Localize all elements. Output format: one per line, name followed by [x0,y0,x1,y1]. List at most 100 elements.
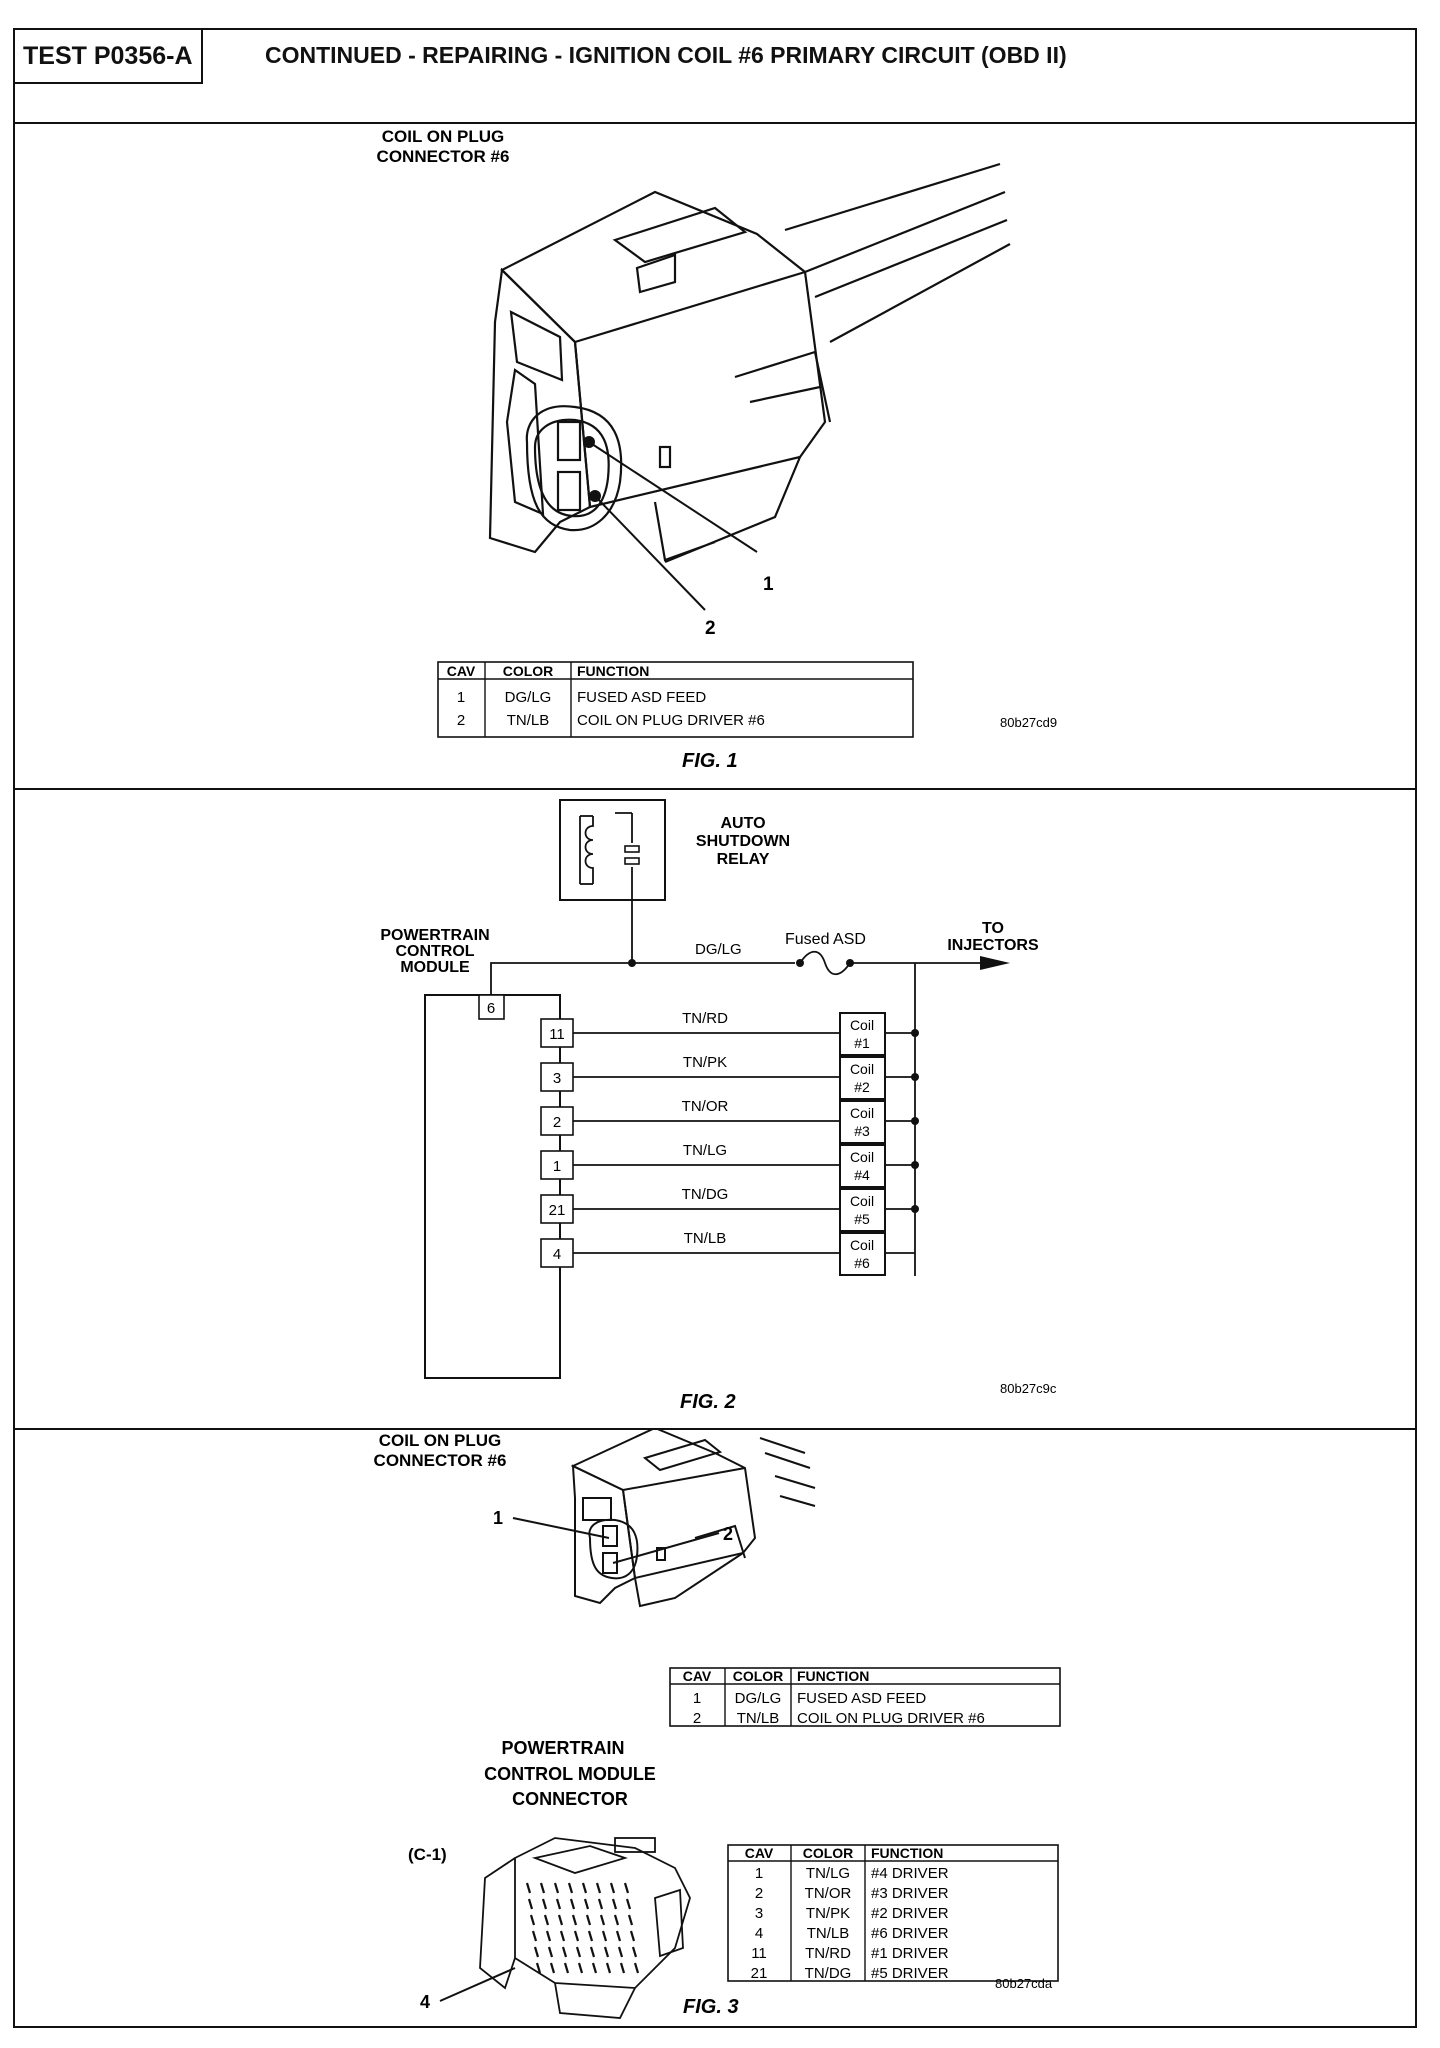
pcm-pin [629,1930,636,1942]
pcm-feed-pin: 6 [487,1000,495,1017]
coil-box [839,1188,886,1232]
to-label-line-1: TO [982,920,1004,937]
pcm-pin-number: 2 [553,1114,561,1131]
wire-color-label: TN/PK [683,1054,727,1071]
pcm-pin [575,1946,582,1958]
pcm-pin-box [540,1194,574,1224]
callout-2-label: 2 [705,618,716,639]
pcm-connector-drawing [479,1837,691,2019]
coil-label: Coil [850,1149,874,1165]
pcm-pin [559,1930,566,1942]
table-cell: TN/LG [806,1865,850,1882]
coil-label: Coil [850,1061,874,1077]
pcm-label-line-1: POWERTRAIN [380,927,489,944]
table-header-function: FUNCTION [577,663,649,679]
pcm-pin [623,1882,630,1894]
wire-color-label: TN/RD [682,1010,728,1027]
pcm-pin [543,1914,550,1926]
pcm-title-line-3: CONNECTOR [512,1789,628,1809]
pcm-pin-number: 4 [553,1246,561,1263]
callout-1-leader [588,441,758,553]
service-manual-page: TEST P0356-A CONTINUED - REPAIRING - IGN… [13,28,1417,2028]
relay-label-line-2: SHUTDOWN [696,833,790,850]
to-injectors-arrow-icon [980,956,1010,970]
relay-coil-icon [584,816,594,884]
coil-label: Coil [850,1237,874,1253]
table-cell: DG/LG [505,689,552,706]
figure-1-section: COIL ON PLUG CONNECTOR #6 [15,122,1415,790]
pcm-pin [535,1962,542,1974]
pcm-pin [583,1898,590,1910]
coil-box [839,1012,886,1056]
cavity-table-coil: CAV COLOR FUNCTION 1 DG/LG FUSED ASD FEE… [669,1667,1061,1727]
coil-on-plug-connector-drawing [488,162,1011,564]
table-cell: #4 DRIVER [871,1865,949,1882]
figure-2-svg: AUTO SHUTDOWN RELAY POWERTRAIN CONTROL M… [380,799,1057,1413]
table-cell: 3 [755,1905,763,1922]
pcm-pin [613,1914,620,1926]
pcm-pin [539,1882,546,1894]
pcm-pin [619,1962,626,1974]
splice-dot [911,1161,919,1169]
pcm-pin [571,1914,578,1926]
pcm-pin [573,1930,580,1942]
pcm-pin [527,1898,534,1910]
pcm-pin-box [540,1238,574,1268]
pcm-title-line-2: CONTROL MODULE [484,1764,656,1784]
splice-dot [911,1029,919,1037]
pcm-pin [569,1898,576,1910]
table-cell: TN/RD [805,1945,851,1962]
pcm-callout-label: 4 [420,1992,430,2012]
splice-dot [911,1073,919,1081]
pcm-pin [525,1882,532,1894]
table-cell: 2 [755,1885,763,1902]
pcm-pin-number: 3 [553,1070,561,1087]
table-cell: #3 DRIVER [871,1885,949,1902]
splice-dot [911,1117,919,1125]
table-cell: COIL ON PLUG DRIVER #6 [577,712,765,729]
coil-number: #5 [854,1211,870,1227]
figure-caption: FIG. 2 [680,1391,736,1413]
pcm-pin [633,1962,640,1974]
relay-label-line-3: RELAY [717,851,770,868]
table-cell: FUSED ASD FEED [577,689,706,706]
table-cell: 11 [751,1945,767,1962]
table-cell: 2 [457,712,465,729]
table-header-cav: CAV [745,1845,774,1861]
pcm-pin [531,1930,538,1942]
table-cell: TN/PK [806,1905,850,1922]
pcm-title-line-1: POWERTRAIN [502,1738,625,1758]
callout-1-label: 1 [763,574,774,595]
pcm-pin [555,1898,562,1910]
pcm-pin-number: 11 [549,1026,565,1043]
pcm-pin-box [540,1106,574,1136]
pcm-pin [577,1962,584,1974]
figure-ref-code: 80b27c9c [1000,1381,1057,1396]
pcm-pin [589,1946,596,1958]
pcm-pin [553,1882,560,1894]
table-cell: 1 [755,1865,763,1882]
pcm-connector-id: (C-1) [408,1845,447,1864]
pcm-pin [603,1946,610,1958]
pcm-pin [567,1882,574,1894]
coil-number: #3 [854,1123,870,1139]
table-header-color: COLOR [803,1845,854,1861]
feed-wire-color: DG/LG [695,941,742,958]
pcm-pin [585,1914,592,1926]
pcm-pin-box [540,1018,574,1048]
pcm-pin [557,1914,564,1926]
coil-number: #1 [854,1035,870,1051]
pcm-pin [617,1946,624,1958]
figure-caption: FIG. 1 [682,750,738,772]
wire-color-label: TN/LB [684,1230,727,1247]
coil-number: #2 [854,1079,870,1095]
coil-box [839,1100,886,1144]
pcm-pin [601,1930,608,1942]
table-header-cav: CAV [447,663,476,679]
